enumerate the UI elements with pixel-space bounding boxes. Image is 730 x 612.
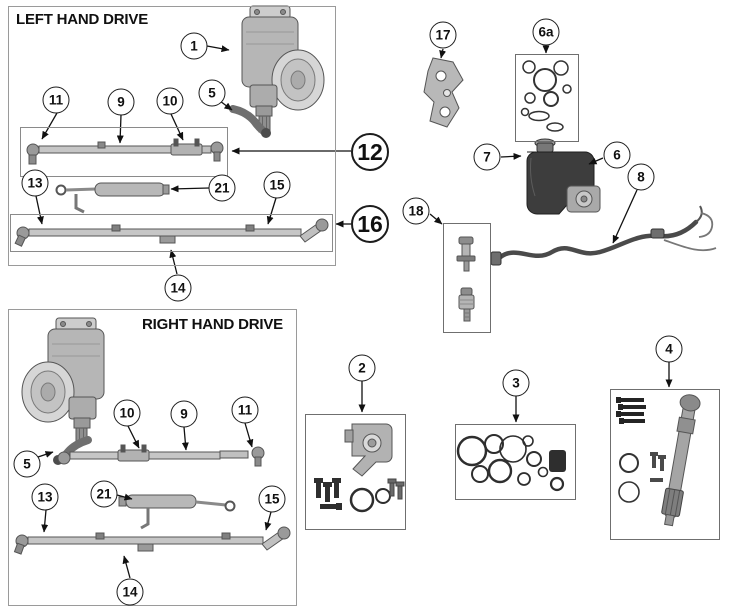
callout-2: 2 (348, 354, 376, 382)
leader-lines (35, 45, 673, 579)
lhd-drag-link-art (26, 138, 224, 165)
rhd-title: RIGHT HAND DRIVE (142, 316, 283, 333)
callout-3: 3 (502, 369, 530, 397)
check-valves-box (443, 223, 491, 333)
callout-7: 7 (473, 143, 501, 171)
seal-kit-box (455, 424, 576, 500)
callout-rhd-11: 11 (231, 396, 259, 424)
callout-rhd-14: 14 (116, 578, 144, 606)
pump-mount-kit-box (305, 414, 406, 530)
callout-17: 17 (429, 21, 457, 49)
callout-lhd-14: 14 (164, 274, 192, 302)
callout-8: 8 (627, 163, 655, 191)
callout-4: 4 (655, 335, 683, 363)
callout-rhd-21: 21 (90, 480, 118, 508)
rhd-art (13, 317, 291, 555)
lhd-title: LEFT HAND DRIVE (16, 11, 149, 28)
seal-kit-small-art (520, 60, 572, 132)
seal-kit-small-box (515, 54, 579, 142)
check-valves-art (456, 236, 476, 322)
lhd-tie-rod-art (14, 218, 329, 247)
callout-lhd-15: 15 (263, 171, 291, 199)
callout-lhd-11: 11 (42, 86, 70, 114)
rhd-tie-rod-art (13, 526, 291, 555)
lhd-pitman-ball-art (261, 128, 271, 138)
callout-lhd-16: 16 (351, 205, 389, 243)
callout-6a: 6a (532, 18, 560, 46)
callout-rhd-10: 10 (113, 399, 141, 427)
rhd-damper-art (118, 494, 236, 530)
callout-rhd-9: 9 (170, 400, 198, 428)
steering-shaft-kit-art (616, 394, 701, 527)
callout-lhd-9: 9 (107, 88, 135, 116)
hose-art (490, 205, 717, 266)
seal-kit-art (456, 434, 566, 492)
callout-lhd-5: 5 (198, 79, 226, 107)
callout-lhd-10: 10 (156, 87, 184, 115)
callout-lhd-1: 1 (180, 32, 208, 60)
callout-lhd-13: 13 (21, 169, 49, 197)
callout-rhd-5: 5 (13, 450, 41, 478)
pump-mount-kit-art (314, 423, 405, 513)
lhd-art (14, 5, 329, 247)
lhd-damper-art (55, 182, 170, 214)
rhd-drag-link-art (57, 444, 265, 467)
callout-lhd-21: 21 (208, 174, 236, 202)
callout-rhd-13: 13 (31, 483, 59, 511)
steering-shaft-kit-box (610, 389, 720, 540)
lhd-drag-link-group-box (20, 127, 228, 177)
callout-18: 18 (402, 197, 430, 225)
rhd-section-box (8, 309, 297, 606)
lhd-tie-rod-group-box (10, 214, 333, 252)
callout-rhd-15: 15 (258, 485, 286, 513)
callout-6: 6 (603, 141, 631, 169)
lhd-section-box (8, 6, 336, 266)
reservoir-art (526, 138, 601, 215)
callout-lhd-12: 12 (351, 133, 389, 171)
parts-art (423, 57, 717, 322)
